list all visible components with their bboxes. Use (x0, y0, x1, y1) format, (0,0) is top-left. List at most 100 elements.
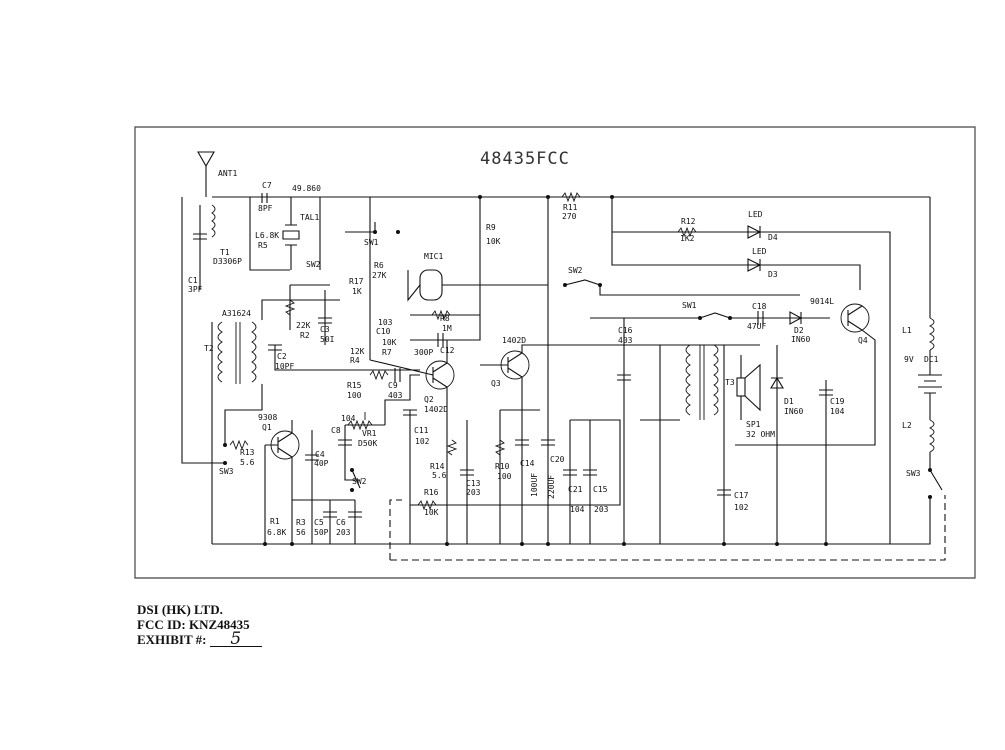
transistor-q4-icon (840, 303, 870, 333)
label-c14: C14 (520, 459, 535, 468)
label-vr1-value: D50K (358, 439, 377, 448)
led-d4-icon (747, 225, 762, 239)
label-q4: Q4 (858, 336, 868, 345)
wire-left-column (181, 197, 225, 464)
label-r12-value: 1K2 (680, 234, 695, 243)
label-c10: C10 (376, 327, 391, 336)
label-r2-value: 22K (296, 321, 311, 330)
wire-c2 (274, 345, 420, 371)
label-c14-value: 100UF (530, 473, 539, 497)
wire-r8-c12 (410, 314, 480, 341)
wire-c4-c5-c6 (311, 430, 356, 544)
capacitor-c18-icon (757, 311, 764, 325)
label-q2: Q2 (424, 395, 434, 404)
label-r7: R7 (382, 348, 392, 357)
label-sw2-lower: SW2 (352, 477, 367, 486)
label-sw3: SW3 (906, 469, 921, 478)
label-r13-value: 5.6 (240, 458, 255, 467)
label-r1-value: 6.8K (267, 528, 286, 537)
label-c21-value: 104 (570, 505, 585, 514)
label-c4-value: 40P (314, 459, 329, 468)
transistor-q2-icon (425, 360, 455, 390)
label-r17: R17 (349, 277, 364, 286)
capacitor-c12-icon (437, 333, 444, 347)
junction-dots (263, 195, 828, 546)
wire-c13-c11 (409, 410, 468, 544)
label-d2: D2 (794, 326, 804, 335)
label-c5: C5 (314, 518, 324, 527)
label-r13: R13 (240, 448, 255, 457)
label-q1-code: 9308 (258, 413, 277, 422)
label-c15: C15 (593, 485, 608, 494)
label-d2-value: IN60 (791, 335, 810, 344)
label-r2: R2 (300, 331, 310, 340)
label-q1: Q1 (262, 423, 272, 432)
label-t1: T1 (220, 248, 230, 257)
capacitor-c3-icon (318, 317, 332, 324)
label-l2: L2 (902, 421, 912, 430)
resistor-r10-icon (494, 439, 506, 456)
wire-t3-primary (640, 345, 680, 544)
wire-led-bus (611, 197, 861, 290)
wire-sw2 (599, 285, 800, 296)
switch-sw2-lower-icon (350, 468, 361, 492)
label-c10-code: 103 (378, 318, 393, 327)
label-c7-value: 8PF (258, 204, 273, 213)
label-frequency: 49.860 (292, 184, 321, 193)
label-c16-value: 403 (618, 336, 633, 345)
node (698, 316, 702, 320)
label-q3: Q3 (491, 379, 501, 388)
label-battery: 9V (904, 355, 914, 364)
resistor-r11-icon (561, 191, 581, 203)
exhibit-footer: DSI (HK) LTD. FCC ID: KNZ48435 EXHIBIT #… (137, 602, 262, 648)
label-c11-value: 102 (415, 437, 430, 446)
wire-c7 (249, 197, 290, 271)
wire-t2-top (261, 299, 340, 320)
label-sw2-mid: SW2 (568, 266, 583, 275)
label-r16: R16 (424, 488, 439, 497)
label-d3: D3 (768, 270, 778, 279)
label-c9: C9 (388, 381, 398, 390)
label-c17: C17 (734, 491, 749, 500)
capacitor-c6-icon (348, 511, 362, 518)
capacitor-c8-icon (338, 439, 352, 446)
label-r14-value: 5.6 (432, 471, 447, 480)
label-r1: R1 (270, 517, 280, 526)
label-t3: T3 (725, 378, 735, 387)
label-sp1-value: 32 OHM (746, 430, 775, 439)
wire-r16 (410, 419, 621, 506)
resistor-r8-icon (431, 309, 451, 321)
switch-sw3-icon (890, 452, 943, 545)
label-r8: R8 (440, 314, 450, 323)
inductor-l1-icon (928, 317, 935, 351)
label-r15-value: 100 (347, 391, 362, 400)
label-r6-value: 27K (372, 271, 387, 280)
label-q3-code: 1402D (502, 336, 526, 345)
exhibit-number: 5 (209, 631, 262, 648)
label-c9-value: 403 (388, 391, 403, 400)
capacitor-c5-icon (323, 511, 337, 518)
label-c7: C7 (262, 181, 272, 190)
label-l6: L6.8K (255, 231, 279, 240)
label-c12: C12 (440, 346, 455, 355)
label-sw1-top: SW1 (364, 238, 379, 247)
label-c2: C2 (277, 352, 287, 361)
label-r10: R10 (495, 462, 510, 471)
potentiometer-vr1-icon (345, 412, 385, 431)
crystal-tal1-icon (282, 197, 300, 270)
wire-mic (407, 270, 548, 302)
capacitor-c7-icon (261, 193, 268, 203)
label-r4-value: 12K (350, 347, 365, 356)
transformer-t2-icon (217, 321, 257, 384)
label-c6: C6 (336, 518, 346, 527)
transformer-t3-icon (685, 344, 719, 420)
label-d4: D4 (768, 233, 778, 242)
resistor-r14-icon (446, 439, 458, 456)
label-c13: C13 (466, 479, 481, 488)
coil-t1-icon (211, 204, 216, 238)
label-r3-value: 56 (296, 528, 306, 537)
switch-ground-rail (390, 495, 946, 561)
capacitor-c4-icon (305, 454, 319, 461)
label-c1: C1 (188, 276, 198, 285)
